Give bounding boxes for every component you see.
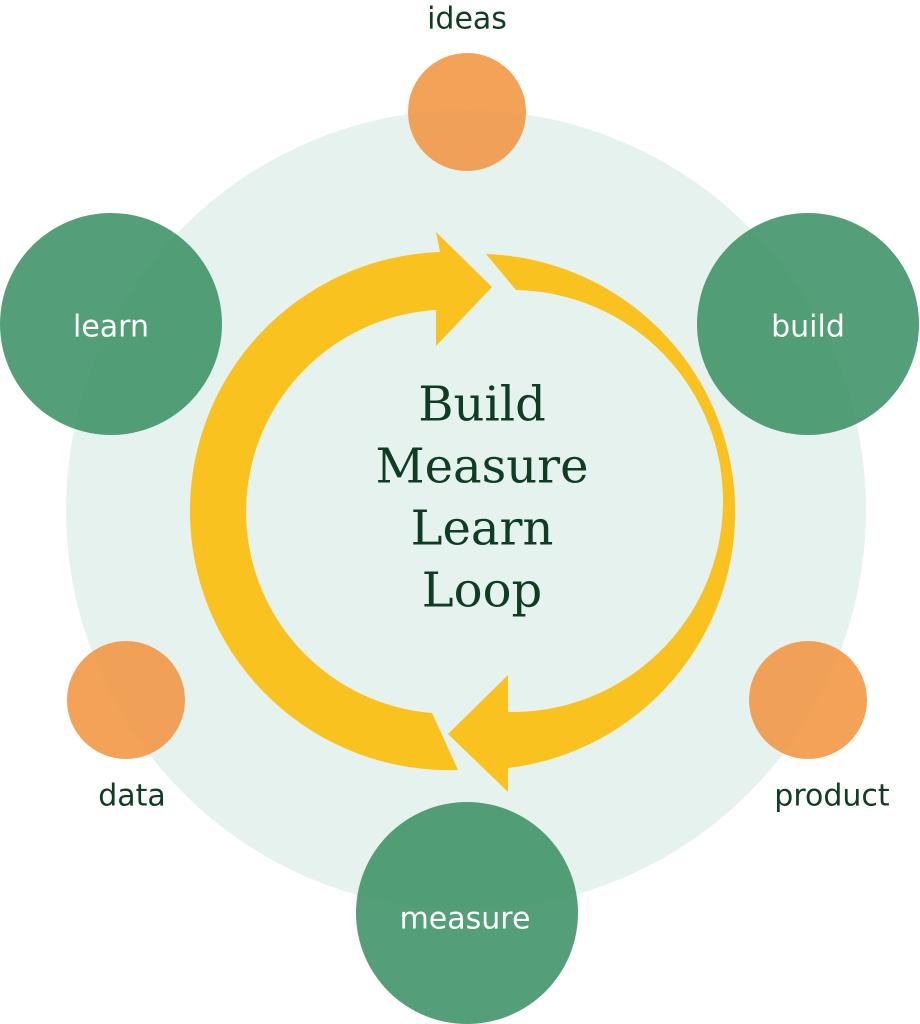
product-circle (749, 641, 867, 759)
measure-label: measure (400, 902, 531, 937)
center-title-line-3: Learn (411, 501, 554, 557)
product-label: product (774, 779, 890, 814)
center-title-line-1: Build (418, 377, 546, 433)
background-circle (66, 110, 866, 910)
right-loop-arrow (448, 254, 736, 792)
data-circle (67, 641, 185, 759)
ideas-label: ideas (427, 2, 507, 37)
data-label: data (98, 779, 166, 814)
left-loop-arrow (189, 232, 492, 771)
build-label: build (771, 310, 845, 345)
center-title-line-2: Measure (375, 439, 588, 495)
learn-label: learn (73, 310, 149, 345)
loop-arrows (189, 232, 736, 792)
measure-circle (356, 802, 578, 1024)
build-circle (697, 213, 919, 435)
learn-circle (0, 213, 222, 435)
ideas-circle (408, 53, 526, 171)
center-title-line-4: Loop (422, 563, 542, 619)
center-title: Build Measure Learn Loop (375, 377, 588, 619)
